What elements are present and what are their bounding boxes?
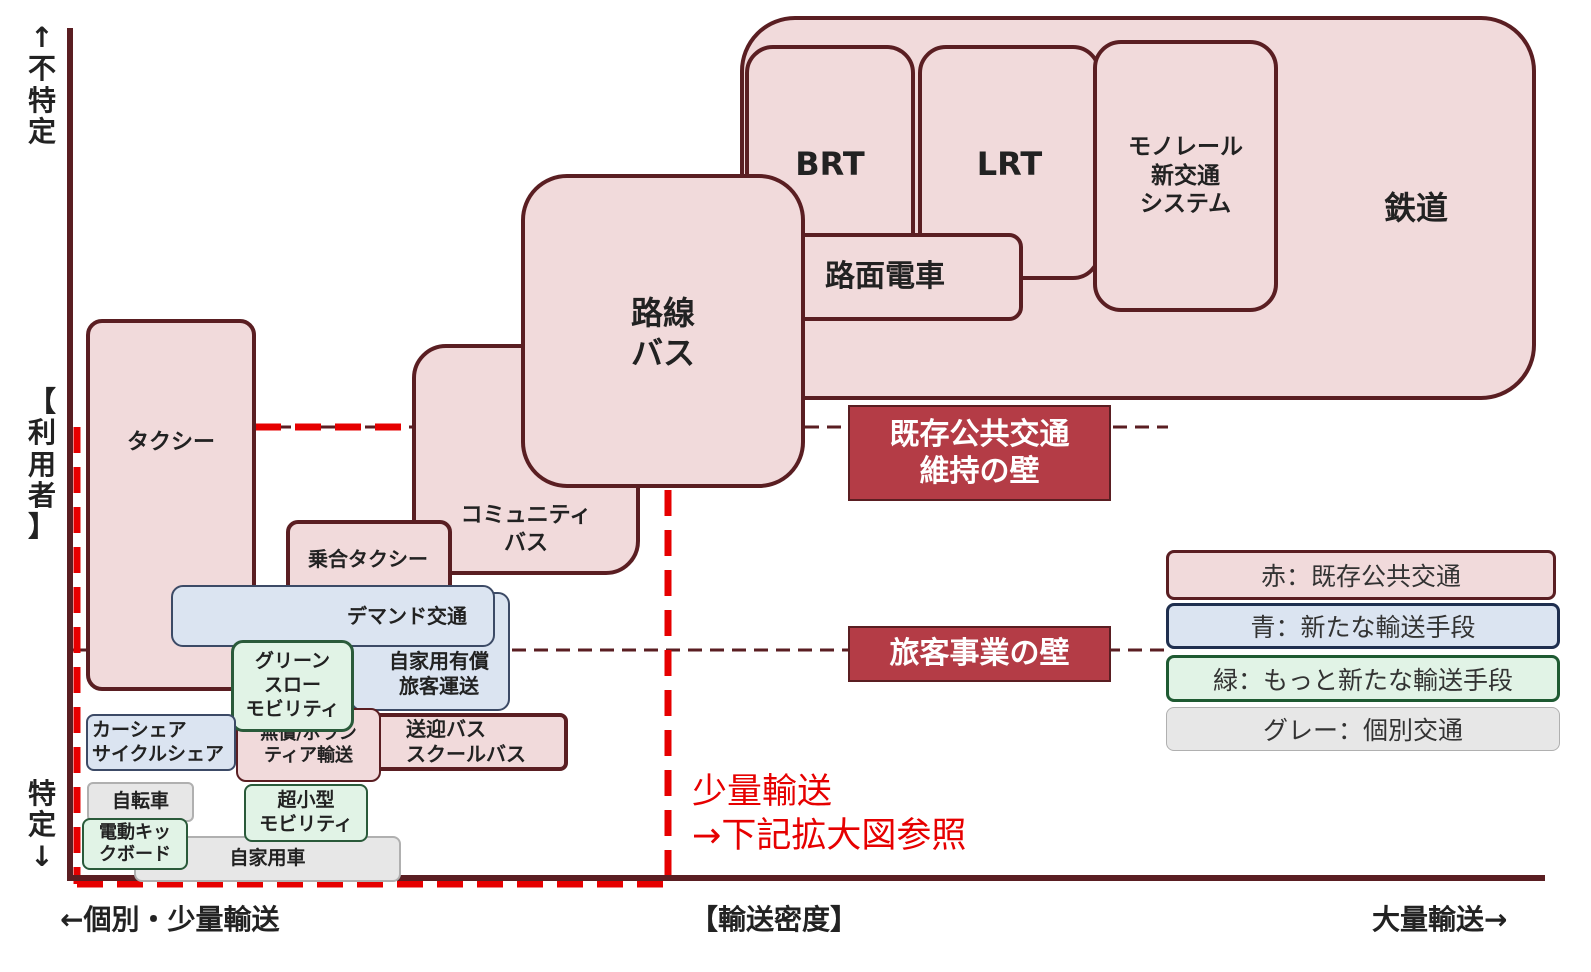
- route-bus-box: 路線 バス: [521, 174, 805, 488]
- shuttle-bus-label: 送迎バス スクールバス: [406, 717, 526, 766]
- community-bus-label: コミュニティ バス: [460, 503, 592, 556]
- monorail-box: モノレール 新交通 システム: [1093, 40, 1278, 312]
- demand-transport-box: デマンド交通: [171, 585, 495, 647]
- railway-label: 鉄道: [1383, 189, 1448, 227]
- shuttle-bus-box: 送迎バス スクールバス: [372, 713, 568, 771]
- y-axis-bottom-label: 特 定 ↓: [27, 777, 56, 873]
- y-axis-mid-label: 【 利 用 者 】: [27, 385, 56, 544]
- taxi-label: タクシー: [126, 430, 215, 455]
- x-axis-center-label: 【輸送密度】: [690, 903, 859, 936]
- legend-new: 青：新たな輸送手段: [1166, 603, 1560, 649]
- bicycle-label: 自転車: [111, 790, 169, 813]
- legend-individual: グレー：個別交通: [1166, 707, 1560, 751]
- private-paid-transport-label: 自家用有償 旅客運送: [389, 649, 489, 698]
- car-share-label: カーシェア サイクルシェア: [92, 718, 225, 765]
- brt-label: BRT: [795, 145, 865, 183]
- ultra-compact-mobility-label: 超小型 モビリティ: [259, 789, 353, 835]
- legend-newer: 緑：もっと新たな輸送手段: [1166, 655, 1560, 702]
- bicycle-box: 自転車: [87, 782, 194, 822]
- electric-kickboard-box: 電動キッ クボード: [82, 818, 188, 870]
- green-slow-mobility-label: グリーン スロー モビリティ: [245, 650, 340, 720]
- electric-kickboard-label: 電動キッ クボード: [99, 821, 171, 866]
- monorail-label: モノレール 新交通 システム: [1128, 133, 1243, 218]
- x-axis-left-label: ←個別・少量輸送: [60, 903, 280, 936]
- tram-label: 路面電車: [825, 259, 945, 295]
- route-bus-label: 路線 バス: [630, 294, 695, 372]
- small-volume-annotation: 少量輸送 →下記拡大図参照: [692, 772, 967, 856]
- passenger-business-wall: 旅客事業の壁: [848, 626, 1111, 682]
- ultra-compact-mobility-box: 超小型 モビリティ: [244, 784, 368, 842]
- lrt-label: LRT: [976, 145, 1043, 183]
- shared-taxi-label: 乗合タクシー: [308, 546, 428, 571]
- y-axis-top-label: ↑ 不 特 定: [27, 21, 56, 149]
- demand-transport-label: デマンド交通: [347, 603, 467, 628]
- car-share-box: カーシェア サイクルシェア: [86, 714, 236, 771]
- private-car-label: 自家用車: [229, 847, 306, 870]
- green-slow-mobility-box: グリーン スロー モビリティ: [231, 640, 354, 732]
- public-transport-wall: 既存公共交通 維持の壁: [848, 405, 1111, 501]
- x-axis-right-label: 大量輸送→: [1372, 903, 1508, 936]
- legend-existing: 赤：既存公共交通: [1166, 550, 1556, 600]
